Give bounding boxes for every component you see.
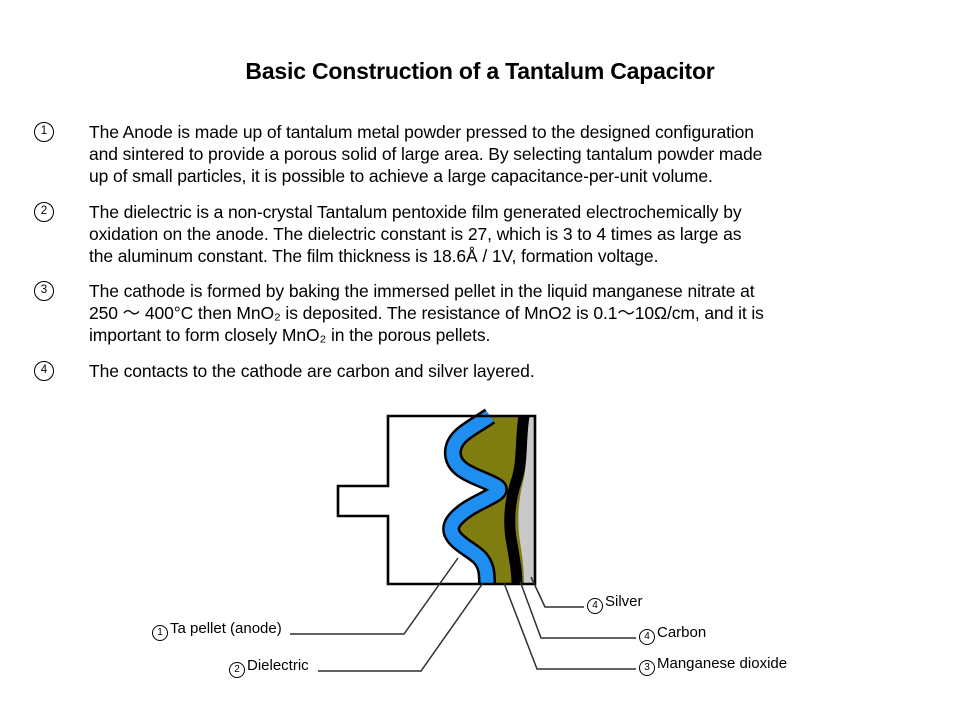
circled-number-3: 3 [34,281,54,301]
circled-number-4: 4 [639,629,655,645]
leader-line-carbon [519,580,636,639]
label-text: Ta pellet (anode) [170,620,282,637]
circled-number-4: 4 [587,598,603,614]
circled-number-2: 2 [229,662,245,678]
dielectric-layer [444,410,506,585]
leader-line-manganese-dioxide [503,582,636,670]
circled-number-1: 1 [34,122,54,142]
paragraph-dielectric: 2 The dielectric is a non-crystal Tantal… [34,201,742,267]
paragraph-cathode: 3 The cathode is formed by baking the im… [34,280,764,346]
pellet-outline [336,414,537,586]
paragraph-text: The dielectric is a non-crystal Tantalum… [89,202,742,266]
circled-number-4: 4 [34,361,54,381]
paragraph-text: The contacts to the cathode are carbon a… [89,361,535,381]
page-title: Basic Construction of a Tantalum Capacit… [245,58,715,84]
leader-line-ta-pellet [290,557,459,635]
label-text: Carbon [657,624,707,641]
circled-number-1: 1 [152,625,168,641]
circled-number-2: 2 [34,202,54,222]
label-text: Dielectric [247,657,309,674]
label-text: Silver [605,593,643,610]
leader-line-silver [530,576,584,608]
paragraph-text: The Anode is made up of tantalum metal p… [89,122,763,186]
label-text: Manganese dioxide [657,655,788,672]
leader-line-dielectric [318,582,484,672]
silver-layer [518,416,535,584]
capacitor-cross-section-diagram [290,408,636,672]
paragraph-anode: 1 The Anode is made up of tantalum metal… [34,121,762,187]
carbon-layer [504,415,530,585]
paragraph-contacts: 4 The contacts to the cathode are carbon… [34,360,535,382]
circled-number-3: 3 [639,660,655,676]
paragraph-text: The cathode is formed by baking the imme… [89,281,764,345]
